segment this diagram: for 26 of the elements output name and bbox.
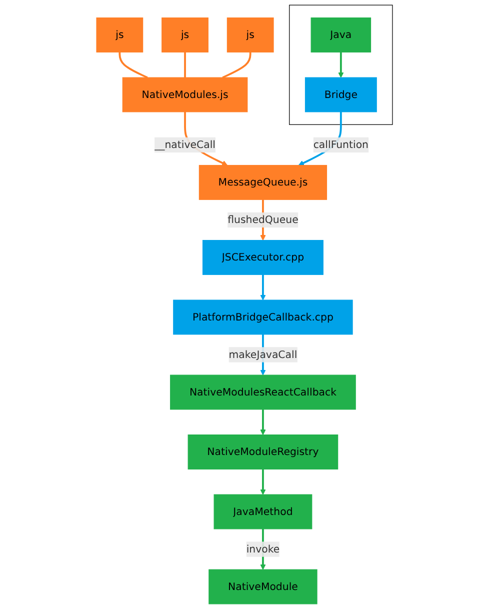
- edge-label: makeJavaCall: [228, 348, 298, 360]
- node-box: NativeModule: [208, 569, 318, 604]
- arrow: [338, 52, 344, 78]
- node-box: js: [226, 17, 274, 52]
- connector: [118, 52, 148, 78]
- node-box: PlatformBridgeCallback.cpp: [173, 300, 353, 335]
- node-box: js: [162, 17, 208, 52]
- connector: [222, 52, 252, 78]
- node-box: js: [96, 17, 144, 52]
- arrow: [260, 409, 266, 436]
- edge-label: callFuntion: [313, 138, 368, 151]
- cluster: [289, 4, 393, 125]
- arrow: [260, 274, 266, 300]
- node-box: NativeModuleRegistry: [188, 434, 338, 470]
- node-box: NativeModulesReactCallback: [170, 374, 356, 410]
- connector: [184, 52, 186, 78]
- edge-label: __nativeCall: [154, 138, 216, 151]
- node-box: NativeModules.js: [122, 77, 248, 112]
- edge-label: flushedQueue: [228, 214, 298, 226]
- node-box: MessageQueue.js: [198, 164, 328, 200]
- node-box: Java: [310, 17, 372, 52]
- node-box: JSCExecutor.cpp: [202, 240, 324, 275]
- arrow: [260, 469, 266, 495]
- edge-label: invoke: [246, 542, 280, 555]
- node-box: JavaMethod: [214, 494, 312, 530]
- node-box: Bridge: [304, 77, 377, 112]
